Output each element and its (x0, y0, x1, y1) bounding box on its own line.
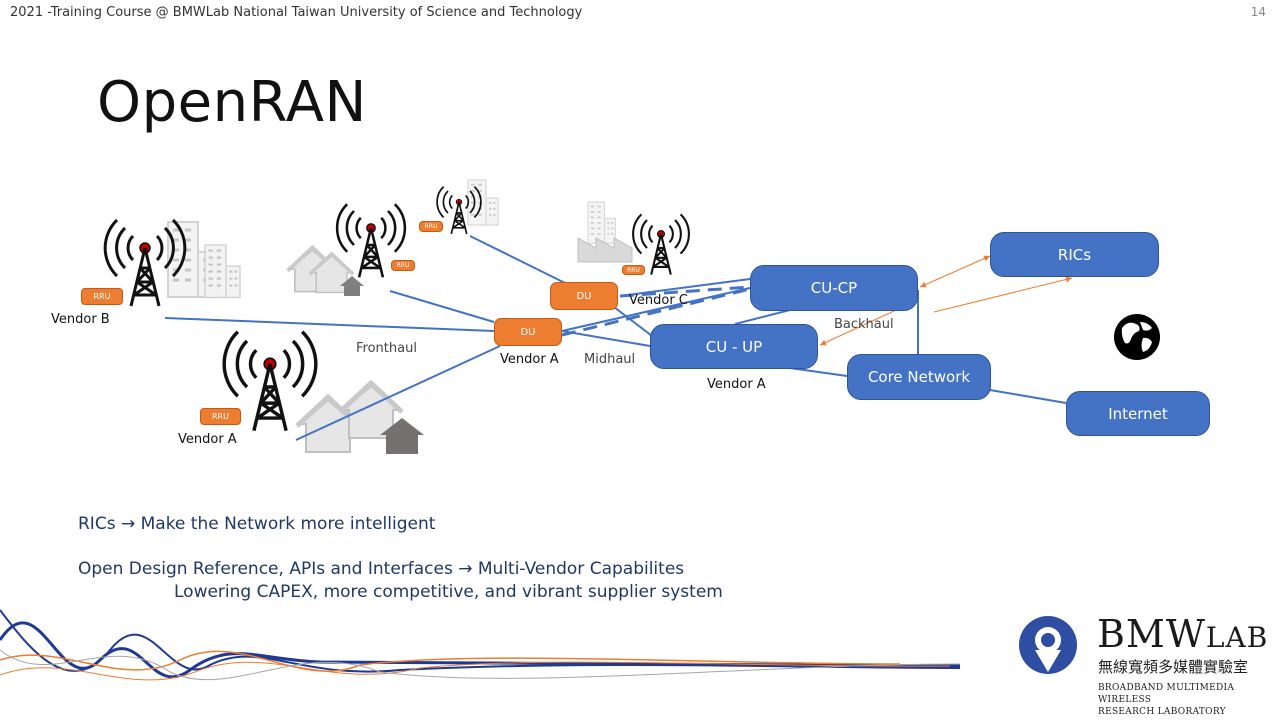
bmwlab-logo-text: BMWLAB (1097, 612, 1268, 656)
wave-decoration (0, 609, 961, 681)
buildings-factory (587, 201, 617, 245)
link-duc-cucp (619, 278, 751, 297)
course-header: 2021 -Training Course @ BMWLab National … (10, 5, 583, 20)
cu-up-node: CU - UP (650, 324, 818, 369)
house-dark-mid (340, 276, 364, 296)
link-cuup-core (789, 367, 848, 377)
link-rics-cucp (919, 255, 991, 288)
link-rics-core (933, 276, 1073, 313)
vendor-a-cu-label: Vendor A (707, 377, 766, 392)
link-vendorb-du (164, 317, 495, 332)
slide-title: OpenRAN (97, 70, 367, 135)
buildings-left2 (203, 243, 242, 299)
du-main-node: DU (494, 318, 562, 346)
house-dark-bottom (380, 418, 424, 454)
link-tower-mid-du (389, 290, 495, 323)
internet-node: Internet (1066, 391, 1210, 436)
fronthaul-label: Fronthaul (356, 341, 417, 356)
bmwlab-emblem-icon (1019, 616, 1077, 674)
globe-icon (1114, 314, 1160, 360)
link-core-internet (989, 389, 1067, 404)
logo-subtitle-line1: BROADBAND MULTIMEDIA WIRELESS (1098, 683, 1235, 705)
logo-subtitle-line2: RESEARCH LABORATORY (1098, 707, 1226, 717)
logo-name-small: LAB (1205, 621, 1269, 654)
cu-cp-node: CU-CP (750, 265, 918, 311)
rru-tag: RRU (419, 221, 443, 232)
rics-node: RICs (990, 232, 1159, 277)
rru-tag: RRU (81, 288, 123, 305)
buildings-top (467, 179, 499, 226)
link-vendora-du (295, 345, 501, 441)
logo-name-big: BMW (1097, 612, 1206, 656)
vendor-c-label: Vendor C (629, 293, 688, 308)
link-cucp-cuup (734, 309, 791, 325)
midhaul-label: Midhaul (584, 352, 636, 367)
link-du-cucp-dashed (561, 287, 751, 337)
core-network-node: Core Network (847, 354, 991, 400)
factory (577, 237, 633, 263)
bullet-rics: RICs → Make the Network more intelligent (78, 514, 436, 534)
vendor-b-label: Vendor B (51, 312, 110, 327)
logo-subtitle: BROADBAND MULTIMEDIA WIRELESS RESEARCH LA… (1098, 682, 1280, 718)
backhaul-label: Backhaul (834, 317, 894, 332)
link-du-cuup (561, 330, 651, 347)
bullet-lowering-capex: Lowering CAPEX, more competitive, and vi… (174, 582, 723, 602)
slide-number: 14 (1250, 5, 1266, 19)
rru-tag: RRU (200, 408, 241, 425)
bullet-open-design: Open Design Reference, APIs and Interfac… (78, 559, 685, 579)
logo-cjk-name: 無線寬頻多媒體實驗室 (1098, 658, 1249, 676)
rru-tag: RRU (622, 265, 645, 275)
link-tower-top-duc (469, 235, 566, 284)
rru-tag: RRU (391, 260, 415, 271)
vendor-a-site-label: Vendor A (178, 432, 237, 447)
du-c-node: DU (550, 282, 618, 310)
vendor-a-du-label: Vendor A (500, 352, 559, 367)
